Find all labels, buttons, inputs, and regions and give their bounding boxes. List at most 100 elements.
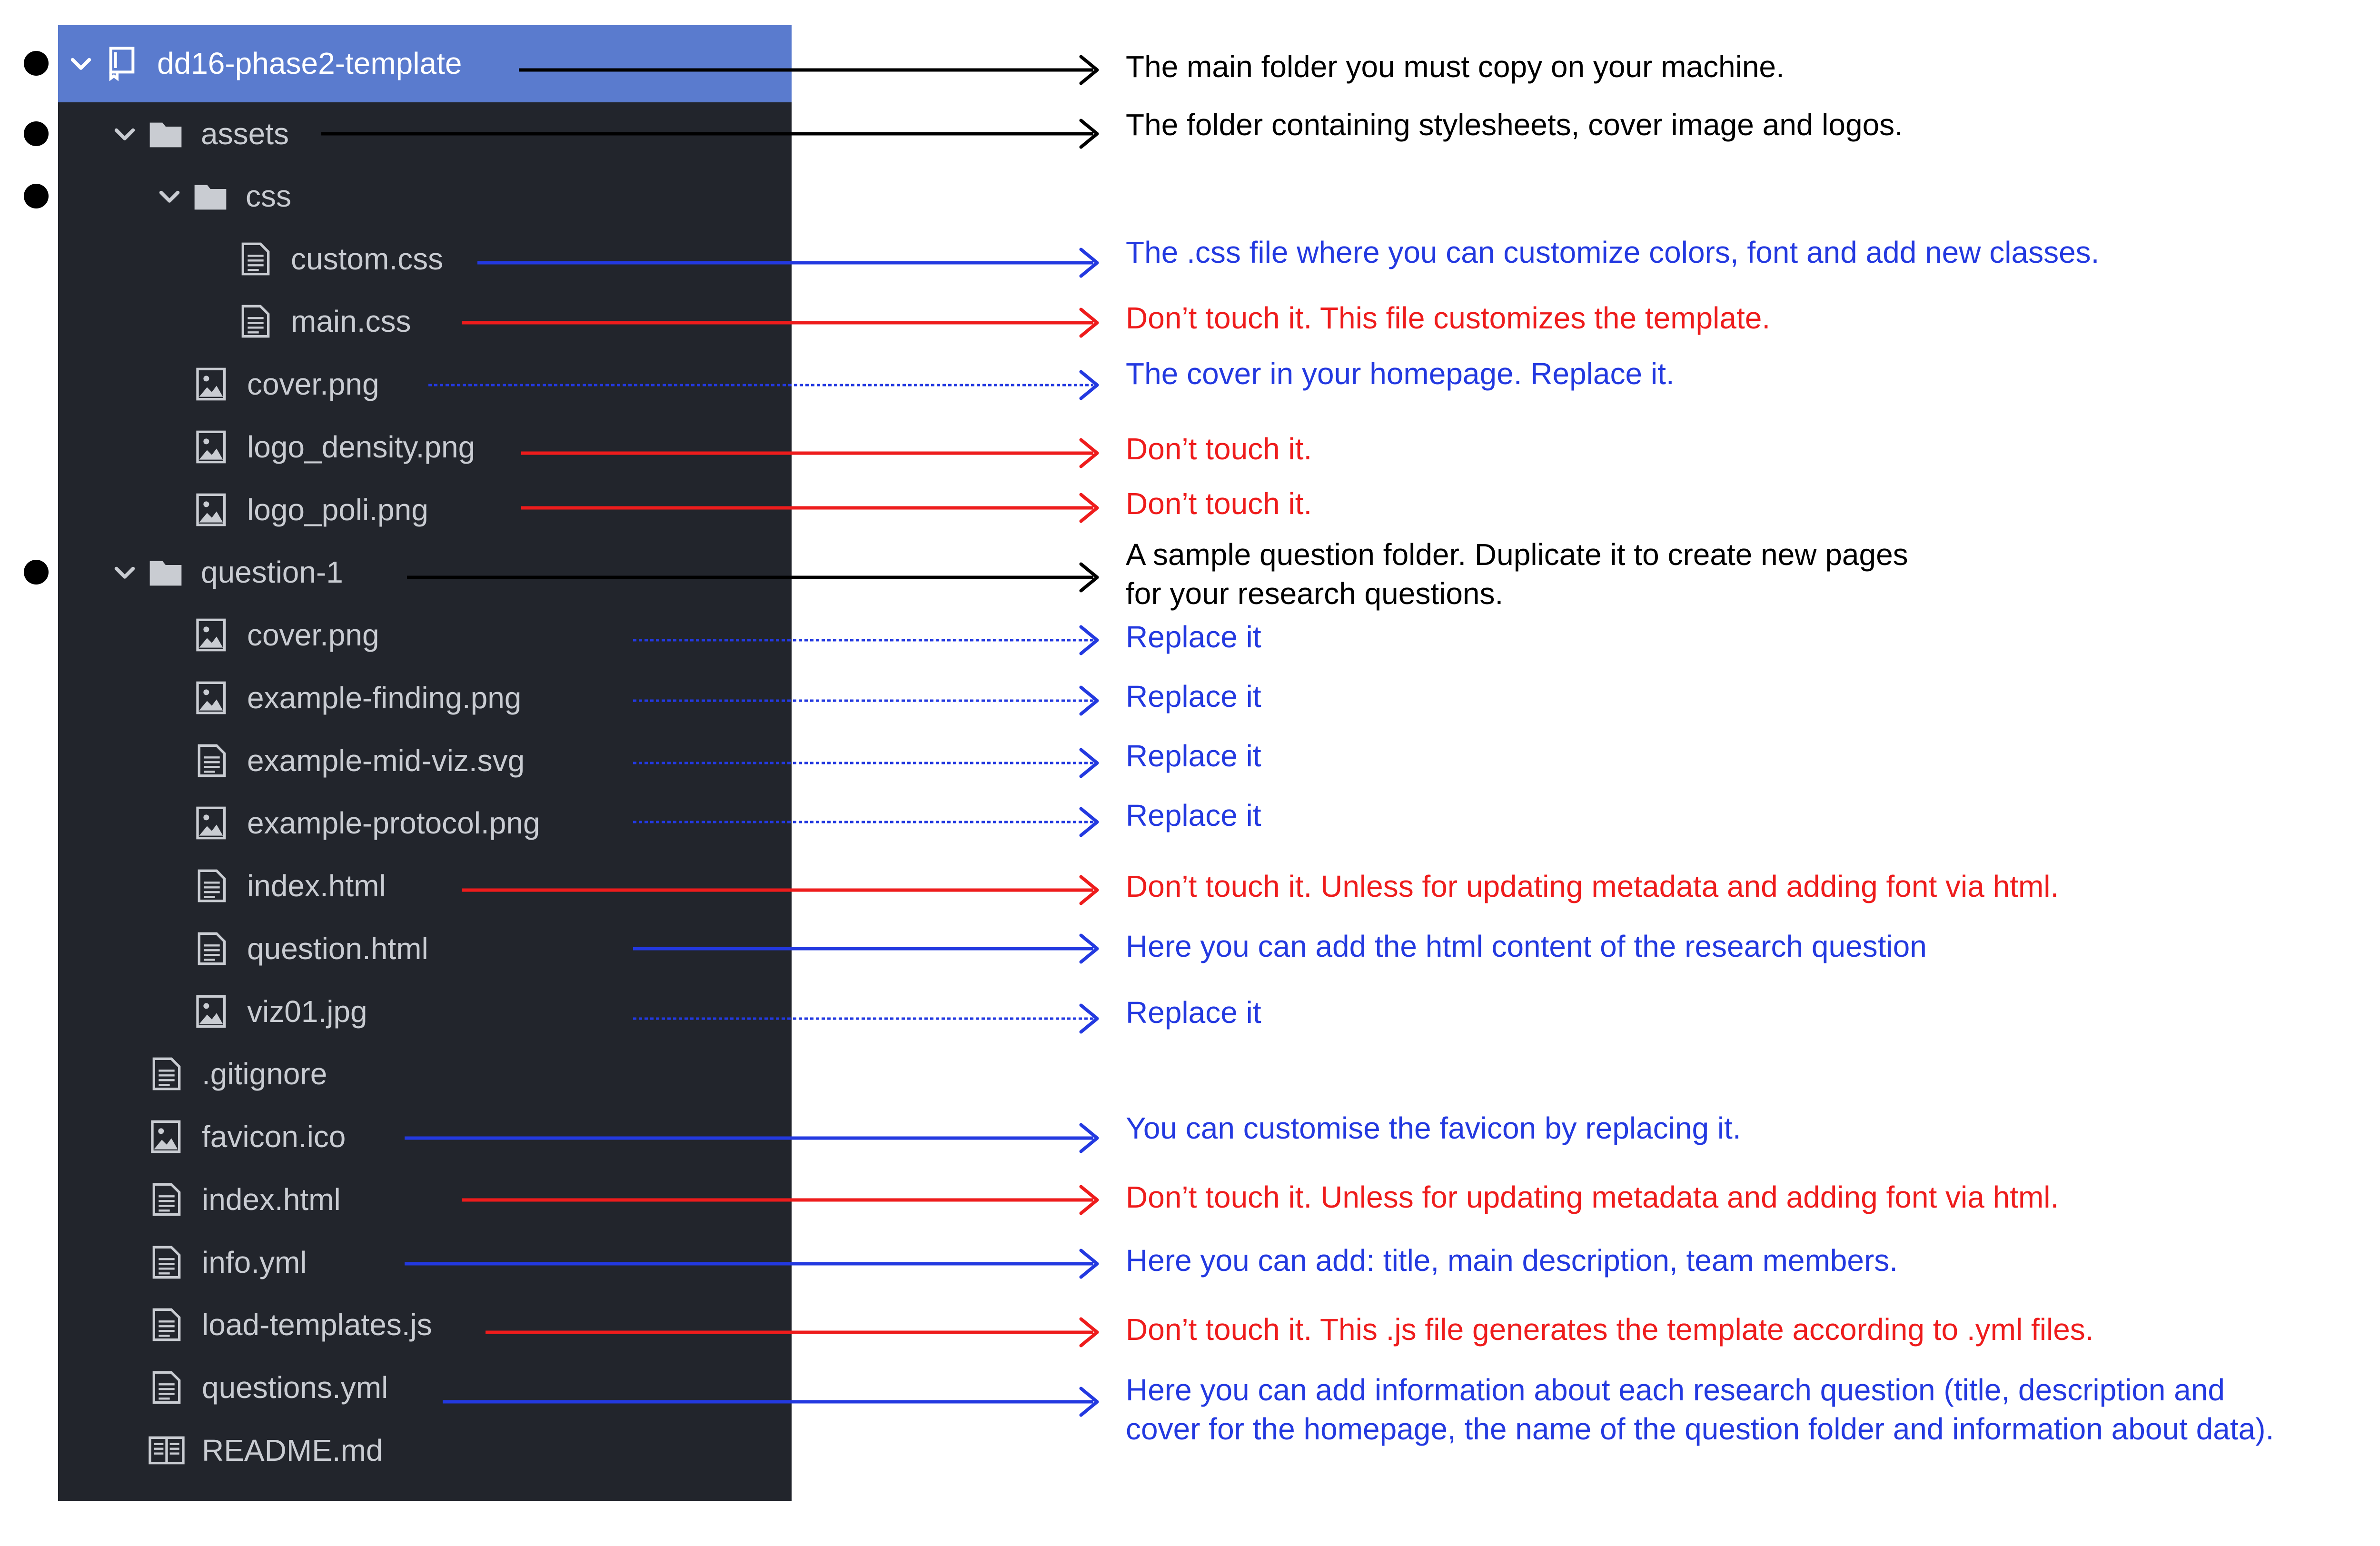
tree-item[interactable]: README.md bbox=[148, 1424, 383, 1477]
image-icon bbox=[193, 491, 231, 529]
annotation-arrow bbox=[486, 1317, 1099, 1348]
file-icon bbox=[193, 742, 231, 780]
tree-item[interactable]: cover.png bbox=[193, 358, 379, 410]
tree-item[interactable]: logo_poli.png bbox=[193, 484, 428, 536]
annotation-note: You can customise the favicon by replaci… bbox=[1126, 1111, 1741, 1145]
annotation-arrow bbox=[462, 307, 1099, 338]
tree-item[interactable]: load-templates.js bbox=[148, 1298, 432, 1351]
tree-item-label: viz01.jpg bbox=[247, 994, 367, 1029]
annotation-arrow bbox=[462, 1185, 1099, 1215]
annotation-arrow bbox=[519, 55, 1099, 85]
folder-icon bbox=[191, 177, 229, 215]
tree-item[interactable]: question.html bbox=[193, 922, 428, 975]
tree-root-row-highlight[interactable] bbox=[58, 25, 792, 102]
tree-item-label: example-finding.png bbox=[247, 681, 522, 715]
tree-item-label: info.yml bbox=[202, 1245, 307, 1279]
annotation-note: Here you can add: title, main descriptio… bbox=[1126, 1243, 1898, 1278]
tree-item-label: custom.css bbox=[291, 242, 444, 276]
image-icon bbox=[193, 365, 231, 403]
file-icon bbox=[193, 930, 231, 968]
tree-item[interactable]: index.html bbox=[193, 860, 386, 912]
annotation-note: Replace it bbox=[1126, 620, 1261, 654]
tree-item[interactable]: favicon.ico bbox=[148, 1110, 346, 1163]
tree-item-label: questions.yml bbox=[202, 1370, 388, 1405]
tree-item[interactable]: example-protocol.png bbox=[193, 797, 540, 849]
tree-item[interactable]: index.html bbox=[148, 1173, 341, 1226]
tree-item-label: assets bbox=[201, 117, 289, 151]
annotation-note: The folder containing stylesheets, cover… bbox=[1126, 108, 1903, 142]
tree-item[interactable]: assets bbox=[110, 108, 289, 160]
annotation-note: The cover in your homepage. Replace it. bbox=[1126, 357, 1675, 391]
annotation-note: Don’t touch it. bbox=[1126, 432, 1312, 466]
annotation-note: The main folder you must copy on your ma… bbox=[1126, 50, 1785, 84]
chevron-down-icon[interactable] bbox=[110, 119, 139, 148]
tree-item[interactable]: example-finding.png bbox=[193, 672, 521, 724]
annotation-arrow bbox=[633, 685, 1099, 716]
tree-item[interactable]: example-mid-viz.svg bbox=[193, 734, 525, 787]
tree-item[interactable]: info.yml bbox=[148, 1236, 307, 1288]
annotation-note: Here you can add information about each … bbox=[1126, 1373, 2225, 1407]
annotation-note: Here you can add the html content of the… bbox=[1126, 929, 1927, 963]
annotation-arrow bbox=[405, 1123, 1099, 1153]
tree-item-label: load-templates.js bbox=[202, 1308, 432, 1342]
annotation-note: Don’t touch it. bbox=[1126, 486, 1312, 521]
file-icon bbox=[148, 1368, 186, 1407]
tree-item[interactable]: logo_density.png bbox=[193, 421, 475, 473]
chevron-down-icon[interactable] bbox=[67, 49, 95, 78]
annotation-arrow bbox=[633, 625, 1099, 655]
chevron-down-icon[interactable] bbox=[110, 558, 139, 586]
image-icon bbox=[193, 992, 231, 1031]
tree-item[interactable]: viz01.jpg bbox=[193, 985, 367, 1038]
annotation-arrow bbox=[633, 807, 1099, 837]
bullet-dot bbox=[24, 184, 49, 208]
tree-item-label: index.html bbox=[247, 869, 386, 903]
tree-item-label: favicon.ico bbox=[202, 1120, 346, 1154]
tree-item[interactable]: cover.png bbox=[193, 609, 379, 661]
tree-item[interactable]: .gitignore bbox=[148, 1048, 327, 1100]
annotation-note: Replace it bbox=[1126, 995, 1261, 1030]
tree-item-label: cover.png bbox=[247, 367, 379, 401]
tree-item-label: logo_density.png bbox=[247, 430, 476, 464]
file-icon bbox=[148, 1306, 186, 1344]
tree-item[interactable]: questions.yml bbox=[148, 1361, 388, 1414]
readme-icon bbox=[148, 1431, 186, 1469]
annotation-note: A sample question folder. Duplicate it t… bbox=[1126, 537, 1908, 572]
annotation-note: Don’t touch it. This file customizes the… bbox=[1126, 301, 1771, 335]
tree-item-label: index.html bbox=[202, 1182, 341, 1217]
tree-item-label: logo_poli.png bbox=[247, 493, 428, 527]
tree-item-label: question-1 bbox=[201, 555, 343, 589]
tree-item[interactable]: main.css bbox=[237, 295, 411, 347]
tree-item-label: example-mid-viz.svg bbox=[247, 743, 525, 778]
folder-icon bbox=[147, 115, 185, 153]
tree-item-label: question.html bbox=[247, 932, 428, 966]
annotation-arrow bbox=[521, 493, 1099, 523]
tree-item[interactable]: question-1 bbox=[110, 546, 343, 598]
bullet-dot bbox=[24, 560, 49, 585]
tree-item[interactable]: css bbox=[155, 170, 291, 222]
image-icon bbox=[193, 428, 231, 466]
bullet-dot bbox=[24, 51, 49, 76]
annotation-note: Replace it bbox=[1126, 679, 1261, 714]
file-icon bbox=[193, 867, 231, 905]
annotation-arrow bbox=[462, 875, 1099, 905]
tree-item-label: css bbox=[246, 179, 291, 213]
annotation-arrow bbox=[321, 119, 1099, 149]
annotation-arrow bbox=[443, 1387, 1099, 1417]
tree-item-label: .gitignore bbox=[202, 1057, 327, 1091]
annotation-note: Don’t touch it. Unless for updating meta… bbox=[1126, 869, 2059, 903]
annotation-note: Replace it bbox=[1126, 798, 1261, 832]
image-icon bbox=[193, 804, 231, 842]
image-icon bbox=[148, 1118, 186, 1156]
chevron-down-icon[interactable] bbox=[155, 182, 184, 210]
bullet-dot bbox=[24, 121, 49, 146]
annotation-note: for your research questions. bbox=[1126, 576, 1504, 611]
tree-item[interactable]: custom.css bbox=[237, 233, 443, 285]
file-icon bbox=[237, 240, 275, 278]
tree-item-label: README.md bbox=[202, 1433, 383, 1467]
annotation-note: Replace it bbox=[1126, 739, 1261, 773]
tree-root[interactable]: dd16-phase2-template bbox=[67, 37, 462, 89]
tree-item-label: dd16-phase2-template bbox=[157, 46, 462, 80]
annotation-arrow bbox=[405, 1249, 1099, 1279]
annotation-arrow bbox=[521, 438, 1099, 468]
